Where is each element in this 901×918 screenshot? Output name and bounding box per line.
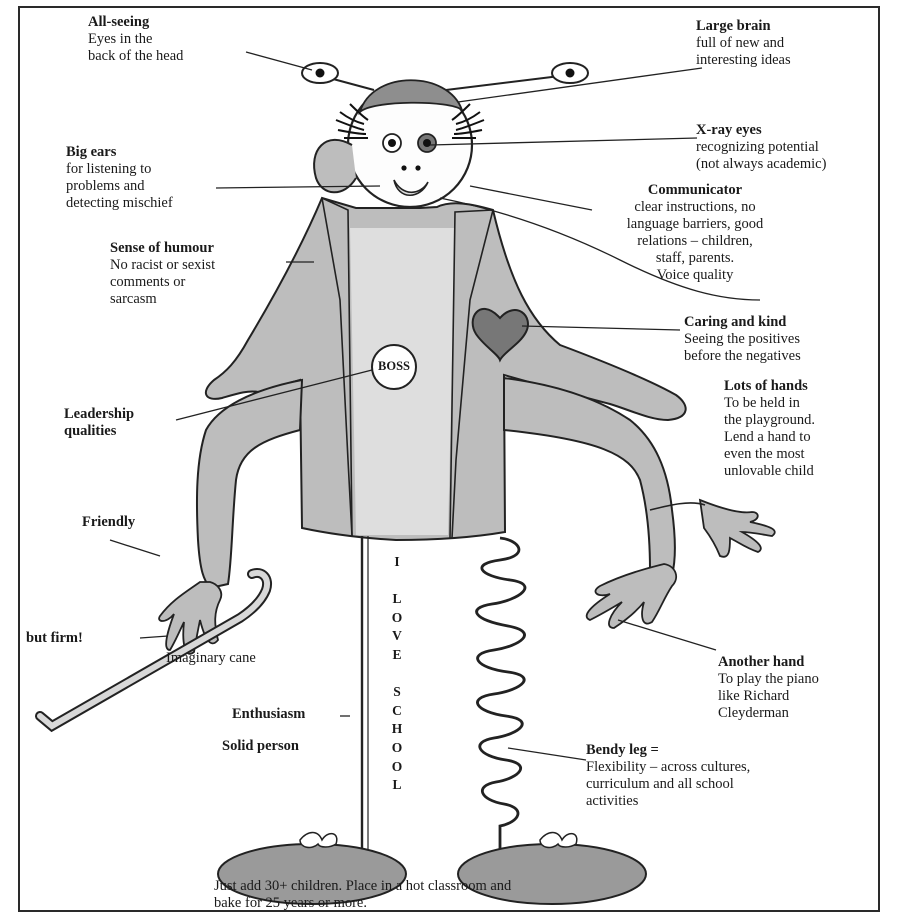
label-communicator-title: Communicator — [592, 182, 798, 199]
label-imaginary-cane-desc: Imaginary cane — [166, 650, 256, 667]
right-bow — [540, 833, 577, 848]
label-big-ears-desc-3: detecting mischief — [66, 195, 173, 212]
label-sense-of-humour-desc-2: comments or — [110, 274, 215, 291]
vertical-char: O — [386, 739, 408, 758]
vertical-char: O — [386, 758, 408, 777]
label-sense-of-humour-desc-1: No racist or sexist — [110, 257, 215, 274]
label-another-hand-desc-2: like Richard — [718, 688, 819, 705]
label-large-brain-desc-2: interesting ideas — [696, 52, 791, 69]
label-another-hand-desc-3: Cleyderman — [718, 705, 819, 722]
label-communicator: Communicator clear instructions, no lang… — [592, 182, 798, 284]
label-sense-of-humour-desc-3: sarcasm — [110, 291, 215, 308]
label-all-seeing: All-seeing Eyes in the back of the head — [88, 14, 183, 65]
bottom-note-line-1: Just add 30+ children. Place in a hot cl… — [214, 878, 734, 895]
i-love-school-vertical-text: I L O V E S C H O O L — [386, 553, 408, 795]
label-bendy-leg-desc-1: Flexibility – across cultures, — [586, 759, 750, 776]
label-communicator-desc-5: Voice quality — [592, 267, 798, 284]
label-another-hand-desc-1: To play the piano — [718, 671, 819, 688]
label-big-ears-desc-1: for listening to — [66, 161, 173, 178]
label-xray-eyes-desc-1: recognizing potential — [696, 139, 826, 156]
label-xray-eyes-title: X-ray eyes — [696, 122, 826, 139]
label-big-ears-title: Big ears — [66, 144, 173, 161]
label-large-brain-title: Large brain — [696, 18, 791, 35]
vertical-char: E — [386, 646, 408, 665]
eye-back-left-pupil — [316, 69, 325, 78]
label-caring-and-kind: Caring and kind Seeing the positives bef… — [684, 314, 801, 365]
label-sense-of-humour-title: Sense of humour — [110, 240, 215, 257]
bendy-leg — [477, 538, 525, 868]
label-leadership-title-1: Leadership — [64, 406, 134, 423]
label-lots-of-hands-desc-3: Lend a hand to — [724, 429, 815, 446]
label-but-firm: but firm! — [26, 630, 83, 647]
label-lots-of-hands-desc-5: unlovable child — [724, 463, 815, 480]
label-another-hand-title: Another hand — [718, 654, 819, 671]
vertical-char: O — [386, 609, 408, 628]
label-lots-of-hands-desc-4: even the most — [724, 446, 815, 463]
eye-back-right-pupil — [566, 69, 575, 78]
label-bendy-leg-desc-2: curriculum and all school — [586, 776, 750, 793]
antenna-right — [446, 76, 560, 90]
label-communicator-desc-4: staff, parents. — [592, 250, 798, 267]
label-lots-of-hands-title: Lots of hands — [724, 378, 815, 395]
vertical-char: L — [386, 590, 408, 609]
label-solid-person-title: Solid person — [222, 738, 299, 755]
label-another-hand: Another hand To play the piano like Rich… — [718, 654, 819, 722]
right-hand-upper — [700, 500, 775, 557]
vertical-char: C — [386, 702, 408, 721]
label-big-ears-desc-2: problems and — [66, 178, 173, 195]
left-ear — [314, 140, 356, 192]
label-caring-and-kind-desc-1: Seeing the positives — [684, 331, 801, 348]
label-all-seeing-desc-1: Eyes in the — [88, 31, 183, 48]
label-big-ears: Big ears for listening to problems and d… — [66, 144, 173, 212]
vertical-char: H — [386, 720, 408, 739]
bottom-note-line-2: bake for 25 years or more. — [214, 895, 734, 912]
label-lots-of-hands-desc-2: the playground. — [724, 412, 815, 429]
label-solid-person: Solid person — [222, 738, 299, 755]
label-all-seeing-desc-2: back of the head — [88, 48, 183, 65]
label-imaginary-cane: Imaginary cane — [166, 650, 256, 667]
label-all-seeing-title: All-seeing — [88, 14, 183, 31]
label-friendly-title: Friendly — [82, 514, 135, 531]
label-bendy-leg-title: Bendy leg = — [586, 742, 750, 759]
vertical-char: L — [386, 776, 408, 795]
label-but-firm-title: but firm! — [26, 630, 83, 647]
label-caring-and-kind-desc-2: before the negatives — [684, 348, 801, 365]
label-bendy-leg-desc-3: activities — [586, 793, 750, 810]
vertical-char: I — [386, 553, 408, 572]
label-communicator-desc-1: clear instructions, no — [592, 199, 798, 216]
label-large-brain: Large brain full of new and interesting … — [696, 18, 791, 69]
label-sense-of-humour: Sense of humour No racist or sexist comm… — [110, 240, 215, 308]
label-enthusiasm: Enthusiasm — [232, 706, 305, 723]
label-leadership-title-2: qualities — [64, 423, 134, 440]
label-friendly: Friendly — [82, 514, 135, 531]
label-xray-eyes: X-ray eyes recognizing potential (not al… — [696, 122, 826, 173]
label-enthusiasm-title: Enthusiasm — [232, 706, 305, 723]
vertical-char — [386, 665, 408, 684]
label-xray-eyes-desc-2: (not always academic) — [696, 156, 826, 173]
vertical-char: V — [386, 627, 408, 646]
label-bendy-leg: Bendy leg = Flexibility – across culture… — [586, 742, 750, 810]
left-bow — [300, 833, 337, 848]
label-lots-of-hands: Lots of hands To be held in the playgrou… — [724, 378, 815, 480]
label-communicator-desc-2: language barriers, good — [592, 216, 798, 233]
label-communicator-desc-3: relations – children, — [592, 233, 798, 250]
right-hand-lower — [587, 564, 677, 628]
bottom-note: Just add 30+ children. Place in a hot cl… — [214, 878, 734, 912]
vertical-char — [386, 572, 408, 591]
label-large-brain-desc-1: full of new and — [696, 35, 791, 52]
boss-badge: BOSS — [372, 358, 416, 375]
label-lots-of-hands-desc-1: To be held in — [724, 395, 815, 412]
label-leadership: Leadership qualities — [64, 406, 134, 440]
label-caring-and-kind-title: Caring and kind — [684, 314, 801, 331]
vertical-char: S — [386, 683, 408, 702]
